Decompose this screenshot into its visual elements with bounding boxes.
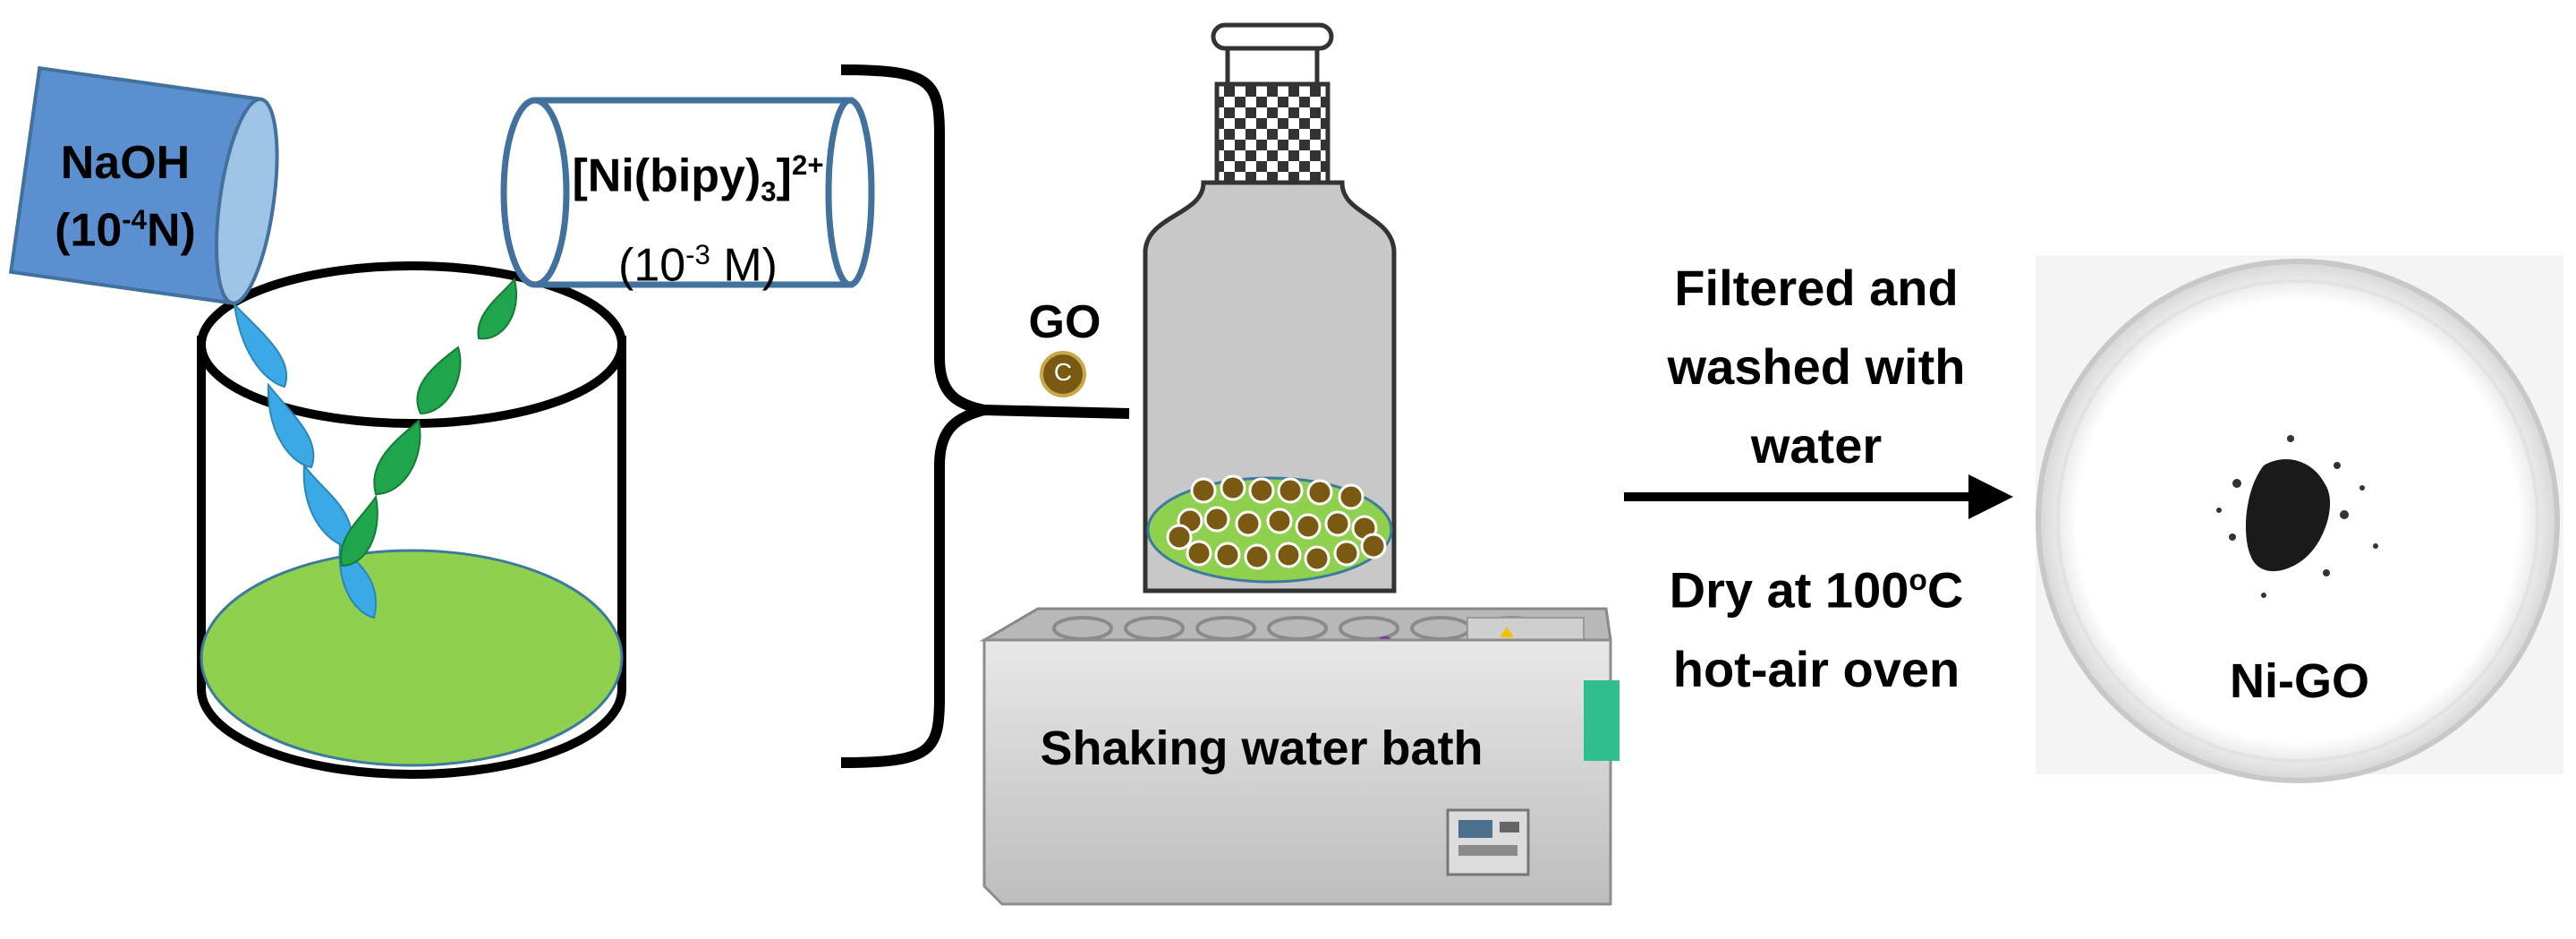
go-particle-dot xyxy=(1295,513,1322,540)
go-particle-dot xyxy=(1220,474,1246,501)
ni-go-powder xyxy=(2246,458,2331,572)
go-particles-in-bottle xyxy=(1166,474,1387,572)
go-symbol: C xyxy=(1053,358,1073,386)
go-particle-dot xyxy=(1214,542,1241,568)
step1-line2: washed with xyxy=(1667,338,1966,395)
step-filter-wash: Filtered and washed with water xyxy=(1611,249,2022,485)
naoh-concentration: (10-4N) xyxy=(55,204,196,257)
green-solution xyxy=(200,549,624,767)
go-particle-dot xyxy=(1360,533,1387,559)
naoh-name: NaOH xyxy=(60,137,191,189)
beaker-rim xyxy=(197,261,626,428)
bottle-stopper xyxy=(1211,22,1334,51)
go-particle-dot xyxy=(1190,477,1217,504)
step1-line3: water xyxy=(1750,417,1883,474)
step-dry: Dry at 100oC hot-air oven xyxy=(1611,542,2022,709)
go-particle-dot xyxy=(1266,508,1293,534)
go-particle-dot xyxy=(1244,543,1271,570)
go-particle-dot xyxy=(1338,483,1365,510)
ni-bipy-formula: [Ni(bipy)3]2+ xyxy=(572,149,824,208)
product-label: Ni-GO xyxy=(2230,654,2369,708)
water-bath xyxy=(979,607,1620,906)
process-arrow xyxy=(1624,474,2013,519)
go-particle-dot xyxy=(1306,479,1333,506)
go-particle-dot xyxy=(1333,540,1360,567)
go-particle-dot xyxy=(1166,524,1193,551)
step2-line2: hot-air oven xyxy=(1672,640,1960,697)
naoh-cup xyxy=(8,65,279,305)
bottle-neck xyxy=(1214,81,1331,185)
control-panel xyxy=(1446,808,1530,876)
go-particle-dot xyxy=(1248,477,1275,504)
naoh-label: NaOH (10-4N) xyxy=(36,134,215,259)
go-particle-dot xyxy=(1304,545,1331,572)
ni-cup xyxy=(500,97,875,288)
go-particle-dot xyxy=(1235,510,1262,537)
go-particle-dot xyxy=(1324,510,1351,537)
petri-dish xyxy=(2036,255,2563,783)
go-particle-dot xyxy=(1275,542,1302,568)
go-label: GO xyxy=(1028,296,1101,348)
bath-label: Shaking water bath xyxy=(1040,721,1484,775)
step1-line1: Filtered and xyxy=(1674,260,1959,316)
bottle xyxy=(1143,22,1397,593)
ni-stream xyxy=(339,277,517,568)
ni-bipy-label: [Ni(bipy)3]2+ (10-3 M) xyxy=(546,134,850,296)
go-particle xyxy=(1040,351,1086,397)
go-particle-dot xyxy=(1277,477,1304,504)
go-particle-dot xyxy=(1186,540,1212,567)
ni-bipy-concentration: (10-3 M) xyxy=(618,238,778,292)
step2-line1: Dry at 100oC xyxy=(1669,561,1964,619)
go-particle-dot xyxy=(1203,506,1230,533)
brace xyxy=(840,64,1130,768)
